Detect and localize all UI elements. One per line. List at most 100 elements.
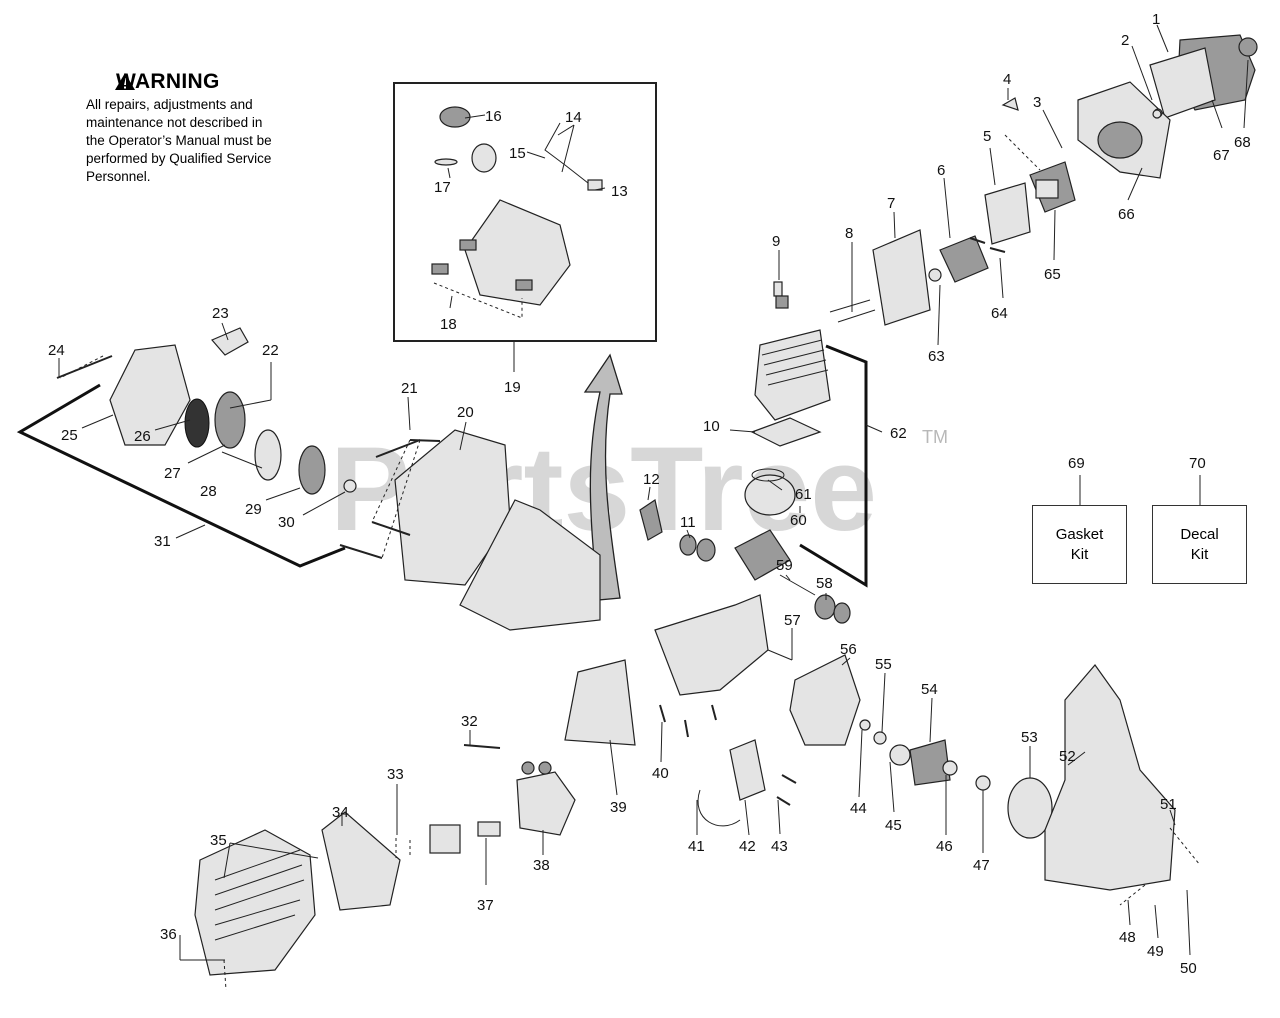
part-label: 46 (936, 838, 953, 855)
part-label: 55 (875, 656, 892, 673)
part-label: 41 (688, 838, 705, 855)
part-seal-left (679, 534, 697, 556)
part-spark-plug (773, 281, 789, 309)
part-label: 2 (1121, 32, 1129, 49)
part-label: 28 (200, 483, 217, 500)
part-label: 58 (816, 575, 833, 592)
part-label: 32 (461, 713, 478, 730)
part-piston (744, 474, 796, 516)
part-washer (889, 744, 911, 766)
part-cylinder-gasket (750, 417, 822, 447)
part-label: 43 (771, 838, 788, 855)
part-label: 24 (48, 342, 65, 359)
part-starter-housing (109, 344, 191, 446)
part-air-filter-cover (1149, 34, 1258, 119)
part-label: 44 (850, 800, 867, 817)
kit-number-decal: 70 (1189, 455, 1206, 472)
dashed-leaders (59, 134, 1201, 991)
part-label: 16 (485, 108, 502, 125)
part-muffler (516, 771, 576, 836)
part-bearing (814, 594, 836, 620)
part-label: 30 (278, 514, 295, 531)
part-label: 12 (643, 471, 660, 488)
dashed-leader-18 (433, 282, 523, 319)
part-label: 27 (164, 465, 181, 482)
part-label: 50 (1180, 960, 1197, 977)
part-label: 48 (1119, 929, 1136, 946)
part-filter-housing (1077, 81, 1171, 179)
part-plate-37 (429, 824, 461, 854)
part-label: 3 (1033, 94, 1041, 111)
part-pulley (214, 391, 246, 449)
part-seal (833, 602, 851, 624)
decal-kit-box: Decal Kit (1152, 505, 1247, 584)
warning-title: WARNING (116, 70, 220, 93)
part-fuel-tank (459, 499, 601, 631)
part-label: 68 (1234, 134, 1251, 151)
part-label: 5 (983, 128, 991, 145)
part-rewind-spring (254, 429, 282, 481)
kit-number-gasket: 69 (1068, 455, 1085, 472)
part-flywheel (789, 654, 861, 746)
part-rope (184, 398, 210, 448)
part-starter-cup (298, 445, 326, 495)
part-spacer (873, 731, 887, 745)
part-label: 25 (61, 427, 78, 444)
part-cylinder (754, 329, 831, 421)
part-label: 54 (921, 681, 938, 698)
warning-text: All repairs, adjustments and maintenance… (86, 97, 272, 184)
part-label: 63 (928, 348, 945, 365)
fuel-tank-inset-box (393, 82, 657, 342)
part-washer-2 (1152, 109, 1162, 119)
part-label: 60 (790, 512, 807, 529)
part-label: 11 (680, 514, 696, 531)
part-bearing-left (696, 538, 716, 562)
part-spark-wire (697, 789, 741, 827)
curved-arrow (583, 353, 623, 601)
part-label: 35 (210, 832, 227, 849)
part-label: 42 (739, 838, 756, 855)
part-label: 40 (652, 765, 669, 782)
part-crankshaft (734, 529, 816, 596)
part-label: 26 (134, 428, 151, 445)
bracket-cylinder (799, 344, 868, 588)
part-washer-47 (975, 775, 991, 791)
part-clutch (909, 739, 951, 786)
part-label: 14 (565, 109, 582, 126)
part-fuel-filter (587, 179, 603, 191)
part-label: 33 (387, 766, 404, 783)
part-crankcase (654, 594, 769, 696)
part-labels: 1 2 3 4 5 6 7 8 9 10 11 12 13 14 15 16 1… (48, 11, 1251, 977)
part-tank-mount-a (431, 263, 449, 275)
part-shroud (321, 811, 401, 911)
leader-lines (58, 24, 1249, 961)
part-label: 52 (1059, 748, 1076, 765)
part-starter-handle (211, 327, 249, 356)
part-label: 7 (887, 195, 895, 212)
part-label: 38 (533, 857, 550, 874)
part-label: 66 (1118, 206, 1135, 223)
part-label: 6 (937, 162, 945, 179)
part-label: 56 (840, 641, 857, 658)
part-fan-cover (194, 829, 316, 976)
bracket-recoil-starter (16, 383, 346, 568)
part-label: 62 (890, 425, 907, 442)
part-label: 29 (245, 501, 262, 518)
part-nut-30 (343, 479, 357, 493)
warning-notice: WARNING All repairs, adjustments and mai… (86, 70, 336, 186)
part-label: 39 (610, 799, 627, 816)
part-ignition-module (729, 739, 766, 801)
part-label: 64 (991, 305, 1008, 322)
part-intake-boot (639, 499, 663, 541)
part-label: 37 (477, 897, 494, 914)
part-label: 23 (212, 305, 229, 322)
part-label: 59 (776, 557, 793, 574)
part-intake-adapter (939, 235, 989, 283)
part-label: 19 (504, 379, 521, 396)
part-label: 10 (703, 418, 720, 435)
part-label: 51 (1160, 796, 1177, 813)
part-label: 8 (845, 225, 853, 242)
part-fuel-tank-inset (464, 199, 571, 306)
